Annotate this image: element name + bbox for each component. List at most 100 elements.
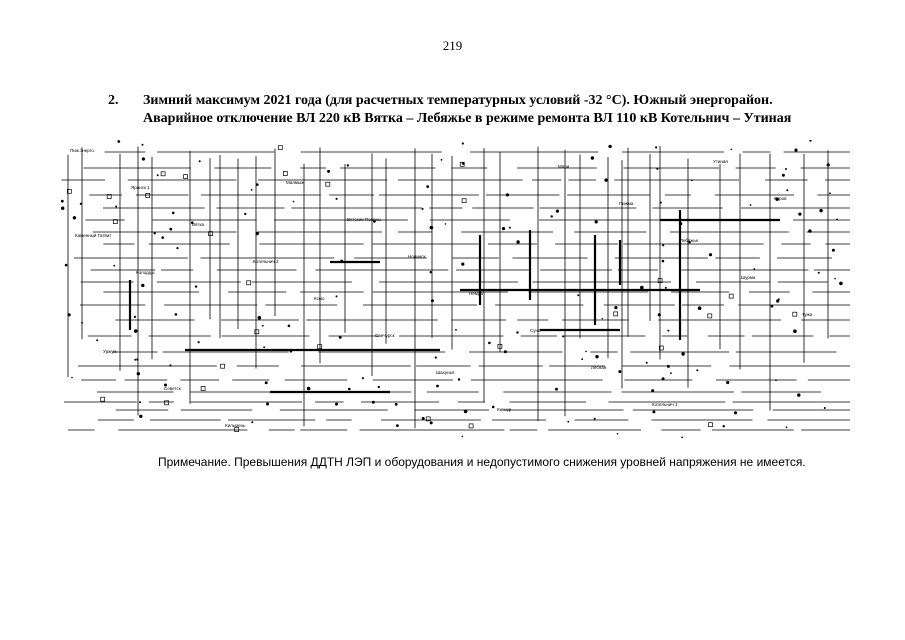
substation-node (616, 432, 619, 435)
substation-node (823, 407, 826, 409)
substation-node (133, 329, 138, 333)
transformer-symbol (145, 193, 151, 198)
substation-node (327, 169, 331, 173)
substation-node (133, 315, 136, 318)
substation-node (194, 285, 198, 288)
note: Примечание. Превышения ДДТН ЛЭП и оборуд… (158, 455, 806, 469)
transformer-symbol (728, 293, 734, 299)
substation-node (819, 208, 823, 213)
substation-node (251, 421, 254, 424)
substation-label: Шурма (741, 275, 756, 280)
substation-node (440, 159, 443, 161)
substation-node (581, 358, 584, 361)
substation-node (461, 142, 464, 145)
substation-label: Утиная (713, 159, 728, 164)
substation-label: Суна (530, 328, 541, 333)
substation-node (562, 335, 565, 338)
substation-node (640, 285, 644, 290)
transformer-symbol (657, 278, 663, 283)
transformer-symbol (468, 423, 474, 429)
substation-node (198, 160, 201, 163)
substation-node (595, 355, 599, 359)
substation-node (174, 313, 178, 316)
substation-node (601, 317, 604, 320)
substation-node (733, 411, 738, 415)
substation-node (656, 167, 659, 170)
substation-node (139, 414, 143, 418)
substation-node (371, 400, 375, 404)
substation-node (503, 350, 507, 354)
substation-node (136, 372, 140, 376)
substation-node (79, 202, 82, 205)
substation-node (730, 148, 732, 151)
substation-node (429, 271, 432, 274)
substation-label: Шахунья (436, 370, 455, 375)
substation-node (604, 178, 608, 182)
substation-node (664, 286, 667, 289)
substation-node (429, 421, 433, 425)
substation-node (722, 425, 725, 428)
substation-label: Яранск 1 (131, 185, 150, 190)
substation-node (335, 295, 338, 298)
transformer-symbol (106, 194, 112, 199)
substation-node (250, 189, 253, 191)
substation-node (670, 372, 672, 375)
substation-node (141, 157, 145, 161)
substation-node (136, 358, 139, 361)
substation-node (809, 140, 812, 142)
substation-node (590, 156, 595, 160)
substation-node (691, 179, 693, 182)
substation-node (436, 384, 439, 388)
substation-node (834, 277, 836, 280)
substation-node (770, 305, 774, 308)
substation-node (794, 148, 798, 152)
transformer-symbol (164, 400, 169, 406)
substation-node (567, 420, 570, 423)
substation-node (516, 331, 519, 334)
substation-node (156, 174, 159, 177)
substation-node (808, 229, 812, 233)
transformer-symbol (425, 416, 431, 422)
substation-label: Советск (164, 386, 181, 391)
substation-node (161, 236, 164, 239)
substation-node (681, 436, 683, 439)
substation-label: Мари (558, 164, 570, 169)
transformer-symbol (160, 171, 166, 177)
substation-node (346, 164, 350, 167)
substation-node (244, 212, 247, 216)
transformer-symbol (459, 161, 465, 167)
substation-node (681, 352, 685, 356)
substation-node (421, 417, 425, 420)
transformer-symbol (461, 198, 467, 204)
substation-node (726, 380, 730, 385)
substation-node (72, 216, 77, 220)
substation-node (775, 197, 779, 201)
substation-node (71, 376, 73, 379)
substation-node (659, 201, 662, 204)
transformer-symbol (282, 171, 288, 176)
substation-node (139, 401, 141, 404)
substation-node (264, 381, 268, 385)
transformer-symbol (220, 363, 225, 369)
substation-node (197, 341, 200, 344)
substation-node (134, 358, 137, 361)
transformer-symbol (317, 344, 323, 350)
substation-node (169, 364, 172, 367)
substation-node (652, 410, 656, 414)
substation-node (257, 316, 262, 320)
substation-node (688, 241, 691, 244)
transformer-symbol (707, 313, 713, 319)
substation-node (61, 206, 65, 210)
substation-node (67, 313, 71, 317)
transformer-symbol (234, 427, 240, 432)
substation-node (585, 350, 587, 353)
substation-node (256, 183, 259, 186)
transformer-symbol (708, 422, 713, 428)
transformer-symbol (792, 311, 798, 317)
transformer-symbol (325, 181, 331, 187)
substation-label: Лебяжье (680, 238, 699, 243)
substation-node (661, 377, 665, 381)
substation-node (776, 299, 780, 303)
substation-node (593, 417, 596, 420)
substation-node (292, 200, 295, 203)
